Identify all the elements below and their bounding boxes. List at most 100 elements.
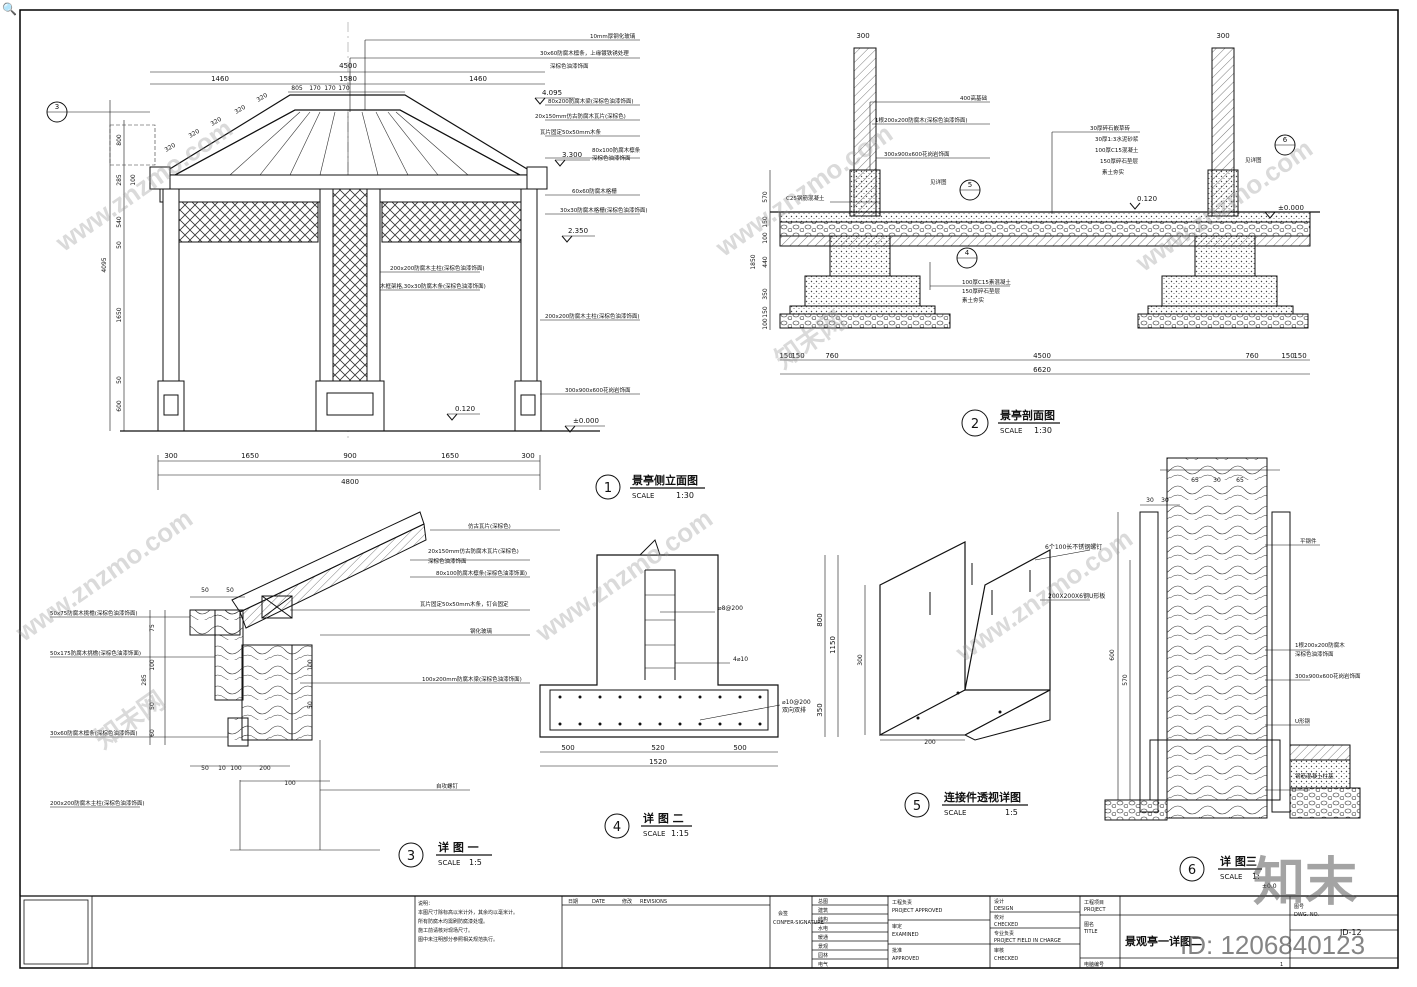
tb-approval-3: EXAMINED — [892, 932, 919, 938]
tb-approval-5: APPROVED — [892, 956, 919, 962]
d1-dim-100-side: 100 — [307, 659, 314, 671]
sec-note-column: 1根200x200防腐木(深棕色油漆饰面) — [875, 116, 968, 124]
detail-1-drawing: 50 50 75 100 285 50 60 100 50 50 10 100 … — [50, 511, 560, 851]
d6-dim-570: 570 — [1122, 674, 1129, 686]
caption-6-number: 6 — [1188, 863, 1196, 878]
dim-805: 805 — [291, 85, 303, 92]
dim-left-4095: 4095 — [101, 257, 108, 272]
d6-level-note: ±0.0 — [1262, 883, 1277, 890]
d1-note-purlin: 80x100防腐木檩条(深棕色油漆饰面) — [436, 569, 527, 577]
d1-dim-50-c: 50 — [149, 702, 156, 710]
caption-detail-2: 4 详 图 二 SCALE 1:15 — [604, 811, 692, 839]
caption-detail-5: 5 连接件透视详图 SCALE 1:5 — [904, 790, 1028, 818]
d1-note-glass: 钢化玻璃 — [470, 627, 493, 635]
d2-dim-500-right: 500 — [733, 744, 746, 752]
note-granite: 300x900x600花岗岩饰面 — [565, 386, 631, 394]
slope-dim-4: 320 — [234, 104, 248, 116]
sec-dim-150-c: 150 — [1281, 352, 1294, 360]
tb-project-cn: 工程项目 — [1084, 899, 1104, 906]
d1-note-beam: 100x200mm防腐木梁(深棕色油漆饰面) — [422, 675, 522, 683]
d1-dim-100-bottom: 200 — [259, 765, 271, 772]
tb-role-3: 水电 — [818, 925, 828, 932]
brand-logo: 知末 — [1252, 853, 1357, 913]
d1-dim-50-e: 10 — [218, 765, 226, 772]
detail-5-drawing: 300 200 6个100长不锈钢螺钉 200X200X6钢U形板 — [857, 541, 1105, 746]
caption-detail-6: 6 详 图三 SCALE 1: ±0.0 — [1179, 854, 1277, 890]
d2-note-rebar-10: 4⌀10 — [733, 656, 748, 663]
level-0120: 0.120 — [455, 405, 475, 413]
tb-drawing-title: 景观亭一详图二 — [1124, 934, 1202, 948]
d1-dim-75: 75 — [149, 624, 156, 632]
d1-note-eave-75: 50x75防腐木挑檐(深棕色油漆饰面) — [50, 609, 138, 617]
title-block — [19, 895, 1398, 969]
d1-dim-285: 285 — [141, 674, 148, 686]
caption-1-title: 景亭侧立面图 — [631, 473, 698, 487]
sec-dim-left-100-bottom: 100 — [762, 318, 769, 330]
d6-dim-600: 600 — [1109, 649, 1116, 661]
tb-design-6: 审核 — [994, 947, 1004, 954]
level-4095: 4.095 — [542, 89, 562, 97]
title-block-text: 说明： 本图尺寸除标高以米计外，其余均以毫米计。 所有防腐木均需刷防腐漆处理。 … — [418, 898, 1319, 968]
sec-dim-760-left: 760 — [825, 352, 838, 360]
sec-dim-left-100-top: 100 — [762, 232, 769, 244]
note-grill-60: 60x60防腐木格栅 — [572, 187, 617, 195]
sec-callout-4: 4 — [965, 249, 970, 257]
d6-note-u-steel: U形钢 — [1295, 717, 1311, 725]
d5-dim-200: 200 — [924, 739, 936, 746]
sec-level-0000: ±0.000 — [1278, 204, 1304, 212]
d2-dim-800: 800 — [816, 613, 824, 626]
d6-dim-65-right: 65 — [1236, 477, 1244, 484]
dim-300-right: 300 — [521, 452, 534, 460]
d6-note-flat-steel: 平钢件 — [1300, 537, 1317, 545]
d6-note-paint: 深棕色油漆饰面 — [1295, 650, 1334, 658]
level-0000: ±0.000 — [573, 417, 599, 425]
tb-project-en: PROJECT — [1084, 907, 1107, 913]
sec-dim-left-570: 570 — [762, 191, 769, 203]
tb-rev-cn: 修改 — [622, 898, 632, 905]
sec-note-soil: 素土夯实 — [1102, 168, 1125, 176]
d1-dim-200: 100 — [284, 780, 296, 787]
d6-dim-30-a: 30 — [1146, 497, 1154, 504]
note-column-main: 200x200防腐木主柱(深棕色油漆饰面) — [390, 264, 485, 272]
sec-dim-300-left: 300 — [856, 32, 869, 40]
dim-4500: 4500 — [339, 62, 357, 70]
elevation-drawing: 4500 1460 1580 1460 805 170 170 170 300 … — [46, 22, 648, 490]
slope-dim-5: 320 — [256, 92, 270, 104]
tb-design-7: CHECKED — [994, 956, 1018, 962]
caption-1-ratio: 1:30 — [676, 491, 694, 500]
detail-2-drawing: 500 520 500 1520 800 1150 350 ⌀8@200 4⌀1… — [539, 539, 839, 767]
tb-approval-1: PROJECT APPROVED — [892, 908, 943, 914]
d1-note-paint: 深棕色油漆饰面 — [428, 557, 467, 565]
column-right — [520, 188, 538, 382]
tb-note-0: 说明： — [418, 900, 433, 907]
tb-page-no: 1 — [1280, 962, 1283, 968]
tb-role-6: 园林 — [818, 952, 828, 959]
sec-dim-left-350: 350 — [762, 288, 769, 300]
sec-note-mortar: 30厚1:3水泥砂浆 — [1095, 135, 1139, 143]
d2-note-double: 双向双排 — [782, 706, 806, 714]
dim-170-b: 170 — [324, 85, 336, 92]
caption-6-scale: SCALE — [1220, 873, 1242, 881]
d5-note-u-plate: 200X200X6钢U形板 — [1048, 592, 1105, 600]
note-tile: 20x150mm仿古防腐木瓦片(深棕色) — [535, 112, 626, 120]
sec-level-0120: 0.120 — [1137, 195, 1157, 203]
caption-2-scale: SCALE — [1000, 427, 1022, 435]
d1-note-column: 200x200防腐木主柱(深棕色油漆饰面) — [50, 799, 145, 807]
dim-1580: 1580 — [339, 75, 357, 83]
caption-detail-1: 3 详 图 一 SCALE 1:5 — [398, 840, 492, 868]
tb-drawing-no: JD-12 — [1339, 928, 1362, 937]
note-tile-fix: 瓦片固定50x50mm木条 — [540, 128, 601, 136]
caption-5-ratio: 1:5 — [1005, 808, 1018, 817]
tb-approval-0: 工程负责 — [892, 899, 912, 906]
sec-note-granite: 300x900x600花岗岩饰面 — [884, 150, 950, 158]
tb-rev-date-cn: 日期 — [568, 899, 578, 905]
dim-170-c: 170 — [338, 85, 350, 92]
dim-left-50-bottom: 50 — [116, 376, 123, 384]
note-lattice-frame: 木框架格,30x30防腐木条(深棕色油漆饰面) — [380, 282, 486, 290]
tb-title-en: TITLE — [1083, 929, 1098, 935]
sec-dim-150-b: 150 — [791, 352, 804, 360]
magnifier-icon[interactable]: 🔍 — [2, 2, 17, 16]
caption-4-ratio: 1:15 — [671, 829, 689, 838]
